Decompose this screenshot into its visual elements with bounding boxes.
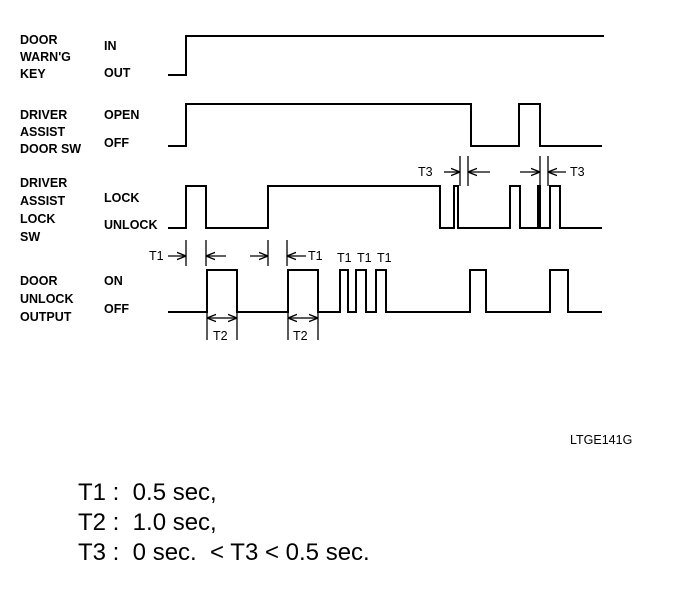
t3-label: T3 xyxy=(570,165,585,179)
signal-name-line: ASSIST xyxy=(20,125,66,139)
figure-code: LTGE141G xyxy=(570,433,632,447)
waveform xyxy=(168,185,602,229)
signal-name-line: KEY xyxy=(20,67,46,81)
signal-name-line: DOOR xyxy=(20,33,58,47)
t2-dimension-first: T2 xyxy=(206,312,238,343)
t1-label: T1 xyxy=(377,251,392,265)
signal-name-line: DOOR SW xyxy=(20,142,81,156)
state-high-label: OPEN xyxy=(104,108,139,122)
signal-name-line: DRIVER xyxy=(20,176,67,190)
signal-name-line: DOOR xyxy=(20,274,58,288)
t2-label: T2 xyxy=(293,329,308,343)
t1-label: T1 xyxy=(337,251,352,265)
signal-name-line: OUTPUT xyxy=(20,310,72,324)
t3-label: T3 xyxy=(418,165,433,179)
signal-door-unlock-output: DOOR UNLOCK OUTPUT ON OFF xyxy=(20,269,602,324)
state-low-label: OFF xyxy=(104,302,129,316)
signal-door-warning-key: DOOR WARN'G KEY IN OUT xyxy=(20,33,604,81)
t2-label: T2 xyxy=(213,329,228,343)
t3-dimension-left: T3 xyxy=(418,156,490,186)
t1-label: T1 xyxy=(357,251,372,265)
state-high-label: ON xyxy=(104,274,123,288)
legend-t1: T1 : 0.5 sec, xyxy=(78,479,217,506)
signal-name-line: DRIVER xyxy=(20,108,67,122)
state-high-label: LOCK xyxy=(104,191,139,205)
state-low-label: UNLOCK xyxy=(104,218,157,232)
t2-dimension-second: T2 xyxy=(287,312,319,343)
t1-dimension-first: T1 xyxy=(149,240,226,266)
signal-name-line: UNLOCK xyxy=(20,292,73,306)
t1-dimension-second: T1 xyxy=(250,240,323,266)
waveform xyxy=(168,35,604,76)
signal-driver-assist-door-switch: DRIVER ASSIST DOOR SW OPEN OFF xyxy=(20,103,602,156)
legend-t3: T3 : 0 sec. < T3 < 0.5 sec. xyxy=(78,539,370,566)
signal-name-line: WARN'G xyxy=(20,50,71,64)
state-high-label: IN xyxy=(104,39,117,53)
state-low-label: OUT xyxy=(104,66,131,80)
waveform xyxy=(168,269,602,313)
t3-dimension-right: T3 xyxy=(520,156,585,186)
signal-name-line: ASSIST xyxy=(20,194,66,208)
timing-legend: T1 : 0.5 sec, T2 : 1.0 sec, T3 : 0 sec. … xyxy=(78,478,638,568)
signal-name-line: LOCK xyxy=(20,212,55,226)
signal-name-line: SW xyxy=(20,230,40,244)
t1-label: T1 xyxy=(149,249,164,263)
state-low-label: OFF xyxy=(104,136,129,150)
waveform xyxy=(168,103,602,147)
t1-label: T1 xyxy=(308,249,323,263)
signal-driver-assist-lock-switch: DRIVER ASSIST LOCK SW LOCK UNLOCK xyxy=(20,176,602,244)
legend-t2: T2 : 1.0 sec, xyxy=(78,509,217,536)
